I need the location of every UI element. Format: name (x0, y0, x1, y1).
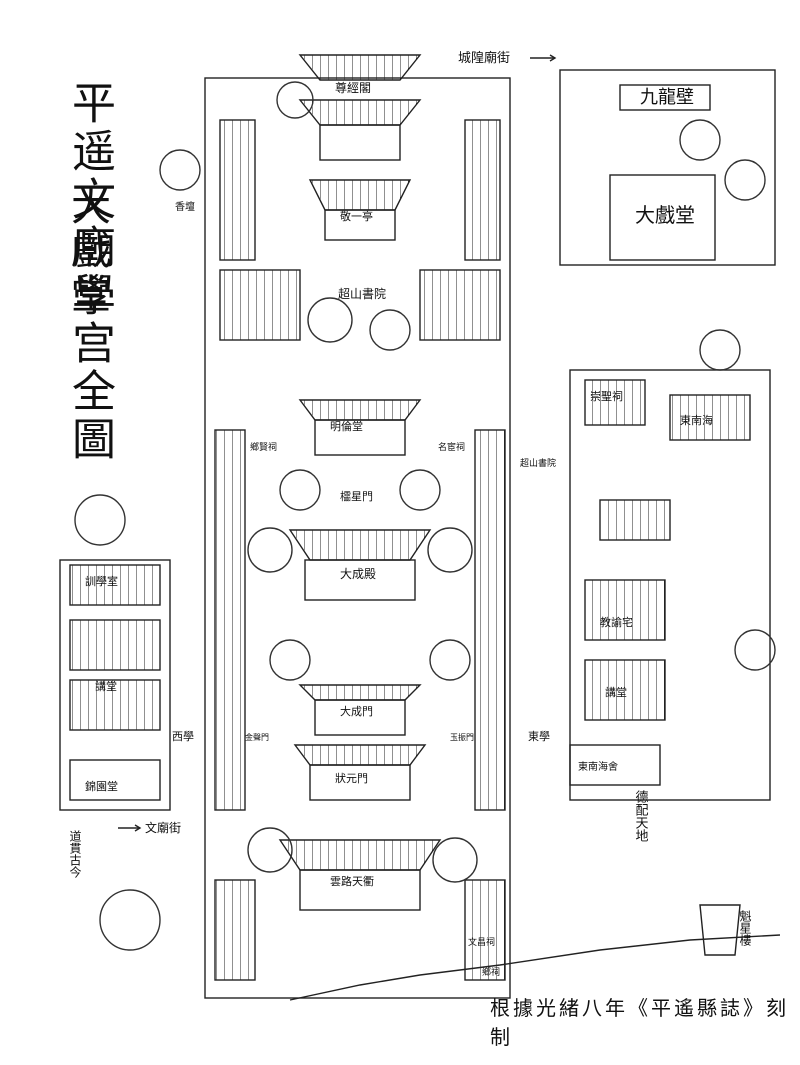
label-dongxue: 東學 (528, 730, 550, 743)
label-zunjing: 尊經閣 (335, 80, 371, 95)
city-wall-line (289, 934, 781, 1001)
chenghuang-arrowhead (549, 54, 557, 62)
map-subtitle: 大戲堂 (64, 185, 110, 317)
dacheng-hall (288, 529, 432, 601)
label-daxitang: 大戲堂 (635, 203, 695, 227)
label-dongjiang: 講堂 (605, 685, 627, 699)
label-dacheng: 大成殿 (340, 567, 376, 581)
label-zhuangyuan: 狀元門 (335, 771, 368, 785)
jingyi-pavilion (308, 179, 412, 241)
daxitang-stage (609, 174, 716, 261)
label-dongnanhai: 東南海 (680, 413, 713, 427)
minglun-hall (298, 399, 422, 456)
jiulongbi-wall (619, 84, 711, 111)
label-lingxing: 櫺星門 (340, 490, 373, 503)
dacheng-gate (298, 684, 422, 736)
wenmiao-arrowhead (134, 824, 142, 832)
label-xiangxian: 鄉賢祠 (250, 441, 277, 453)
label-jinyuan: 錦園堂 (85, 779, 118, 793)
label-chongsheng: 崇聖祠 (590, 390, 623, 403)
east-school-wall (569, 369, 771, 801)
label-minglun: 明倫堂 (330, 419, 363, 433)
lingxing-gate (293, 744, 427, 801)
yunlu-gate (278, 839, 442, 911)
label-xijiang: 講堂 (95, 679, 117, 693)
label-depei: 德配天地 (633, 790, 649, 842)
label-minghuan: 名宦祠 (438, 441, 465, 453)
label-xiangsi: 鄉祠 (482, 966, 500, 978)
label-jiulongbi: 九龍壁 (640, 87, 694, 108)
label-wenchang: 文昌祠 (468, 936, 495, 948)
label-chenghuang: 城隍廟街 (458, 50, 510, 66)
label-kuixing: 魁星樓 (738, 909, 752, 947)
label-wenmiaojie: 文廟街 (145, 820, 181, 835)
map-title: 平遥文廟學宫全圖 (64, 80, 115, 464)
label-xixue: 西學 (172, 730, 194, 743)
label-dongnanshe: 東南海舍 (578, 760, 618, 773)
label-daochengmen: 大成門 (340, 704, 373, 718)
west-school-wall (59, 559, 171, 811)
label-chaoshan2: 超山書院 (520, 457, 556, 469)
map-caption: 根據光緒八年《平遙縣誌》刻制 (490, 996, 789, 1049)
label-yunlu: 雲路天衢 (330, 875, 374, 888)
label-xuntang: 訓學室 (85, 574, 118, 588)
zunjing-pavilion (298, 54, 422, 161)
label-daoguan: 道貫古今 (68, 830, 82, 878)
label-jingyi: 敬一亭 (340, 209, 373, 223)
label-chaoshan: 超山書院 (338, 286, 386, 301)
kuixing-tower-shape (699, 904, 741, 956)
label-jinshengmen: 金聲門 (245, 732, 269, 742)
label-yuzhenmen: 玉振門 (450, 732, 474, 742)
label-jiaoyu: 教諭宅 (600, 615, 633, 629)
label-xiangtan: 香壇 (175, 200, 195, 213)
theater-compound-wall (559, 69, 776, 266)
